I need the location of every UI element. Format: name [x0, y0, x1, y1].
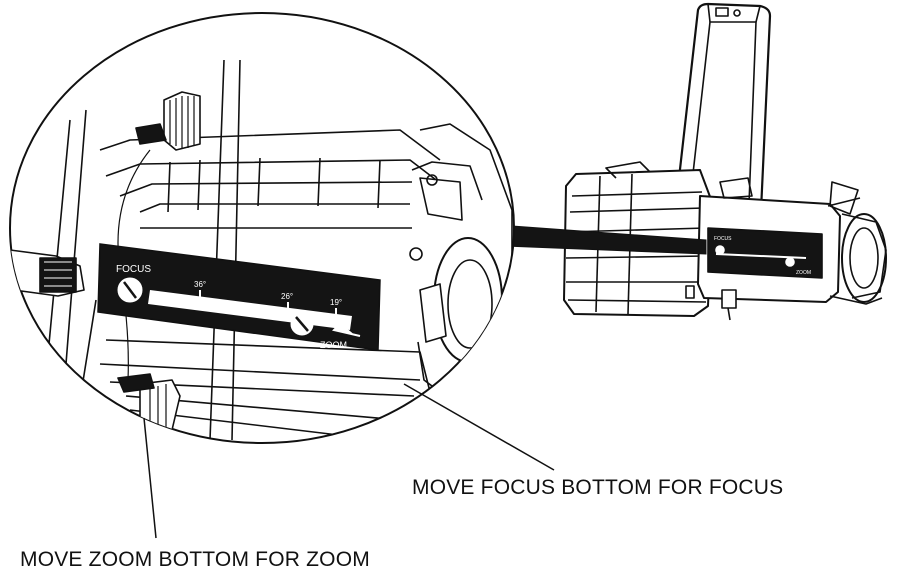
scale-mark-19: 19° [330, 298, 342, 307]
small-fixture: FOCUS ZOOM [563, 2, 887, 321]
focus-leader-line [403, 383, 555, 471]
magnified-view: FOCUS 36° 26° 19° ZOOM [9, 12, 515, 444]
small-control-panel: FOCUS ZOOM [707, 227, 823, 279]
scale-mark-26: 26° [281, 292, 293, 301]
control-panel: FOCUS 36° 26° 19° ZOOM [97, 243, 381, 351]
zoom-instruction-caption: MOVE ZOOM BOTTOM FOR ZOOM [20, 548, 370, 571]
zoom-label: ZOOM [320, 340, 347, 350]
small-focus-label: FOCUS [714, 236, 732, 242]
focus-instruction-caption: MOVE FOCUS BOTTOM FOR FOCUS [412, 476, 784, 499]
yoke-bracket [670, 2, 772, 241]
zoom-knob[interactable] [290, 312, 314, 336]
small-zoom-label: ZOOM [796, 270, 811, 276]
scale-mark-36: 36° [194, 280, 206, 289]
zoom-arrow-icon [332, 322, 361, 337]
focus-knob[interactable] [117, 277, 143, 303]
zoom-leader-line [143, 417, 157, 539]
focus-label: FOCUS [116, 264, 151, 275]
